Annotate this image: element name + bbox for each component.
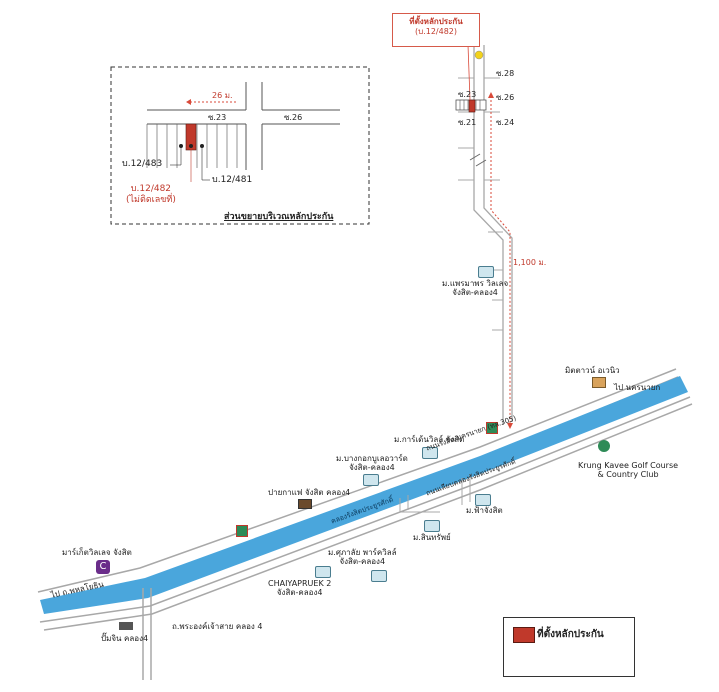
cafe-amazon-label: ปายกาแฟ จังสิต คลอง4 bbox=[268, 488, 351, 497]
village-icon bbox=[315, 566, 331, 578]
mall-icon bbox=[592, 377, 606, 388]
phruksa-sub: จังสิต-คลอง4 bbox=[452, 288, 498, 297]
gas-station-icon bbox=[119, 622, 133, 630]
golf-name-1: Krung Kavee Golf Course bbox=[578, 461, 679, 470]
canal-river bbox=[40, 376, 688, 614]
7-eleven-icon bbox=[486, 422, 498, 434]
golf-icon bbox=[598, 440, 610, 452]
legend-label: ที่ตั้งหลักประกัน bbox=[537, 629, 604, 640]
soi-23-label: ซ.23 bbox=[458, 90, 477, 99]
soi-28-label: ซ.28 bbox=[496, 69, 515, 78]
phruksa-name: ม.แพรมาพร วิลเลจ bbox=[442, 279, 509, 288]
inset-distance: 26 ม. bbox=[212, 91, 233, 100]
collateral-location-box: ที่ตั้งหลักประกัน (บ.12/482) bbox=[392, 13, 480, 47]
minor-roads bbox=[399, 474, 471, 513]
collateral-marker bbox=[468, 99, 476, 113]
chaiyapruek-sub: จังสิต-คลอง4 bbox=[276, 588, 323, 597]
sinsap-label: ม.สินทรัพย์ bbox=[413, 533, 451, 542]
garden-ville-label: ม.การ์เด้นวิลล์ จังสิต bbox=[394, 435, 465, 444]
village-icon bbox=[371, 570, 387, 582]
house-481-label: บ.12/481 bbox=[212, 175, 253, 185]
map-legend: ที่ตั้งหลักประกัน bbox=[503, 617, 635, 677]
market-village-label: มาร์เก็ตวิลเลจ จังสิต bbox=[62, 548, 132, 557]
gas-station-label: ปั๊มจิน คลอง4 bbox=[101, 634, 149, 643]
inset-title: ส่วนขยายบริเวณหลักประกัน bbox=[224, 212, 334, 222]
soi-21-label: ซ.21 bbox=[458, 118, 477, 127]
chaiyapruek-name: CHAIYAPRUEK 2 bbox=[268, 579, 332, 588]
chaiyapruek-label: CHAIYAPRUEK 2 จังสิต-คลอง4 bbox=[268, 579, 331, 597]
highway-305 bbox=[37, 368, 679, 605]
inset-box bbox=[110, 66, 370, 225]
legend-marker-swatch bbox=[513, 627, 535, 643]
phruksa-village-label: ม.แพรมาพร วิลเลจ จังสิต-คลอง4 bbox=[442, 279, 508, 297]
market-village-icon: C bbox=[96, 560, 110, 574]
bangkok-boulevard-sub: จังสิต-คลอง4 bbox=[349, 463, 395, 472]
village-icon bbox=[422, 447, 438, 459]
cafe-icon bbox=[298, 499, 312, 509]
village-icon bbox=[478, 266, 494, 278]
golf-name-2: & Country Club bbox=[597, 470, 659, 479]
north-icon bbox=[474, 50, 484, 60]
road-khlong4-label: ถ.พระองค์เจ้าสาย คลอง 4 bbox=[172, 622, 263, 631]
distance-label: 1,100 ม. bbox=[513, 258, 547, 267]
soi-24-label: ซ.24 bbox=[496, 118, 515, 127]
house-483-label: บ.12/483 bbox=[122, 159, 163, 169]
inset-soi-23: ซ.23 bbox=[208, 113, 227, 122]
distance-route bbox=[488, 92, 513, 429]
bangkok-boulevard-label: ม.บางกอกบูเลอวาร์ด จังสิต-คลอง4 bbox=[336, 454, 408, 472]
road-south bbox=[142, 588, 152, 680]
village-icon bbox=[475, 494, 491, 506]
house-482-number: บ.12/482 bbox=[130, 184, 172, 194]
house-482-label: บ.12/482 (ไม่ติดเลขที่) bbox=[126, 184, 176, 206]
location-title: ที่ตั้งหลักประกัน bbox=[409, 17, 463, 26]
supalai-name: ม.ศุภาลัย พาร์ควิลล์ bbox=[328, 548, 397, 557]
bangkok-boulevard-name: ม.บางกอกบูเลอวาร์ด bbox=[336, 454, 408, 463]
location-subtitle: (บ.12/482) bbox=[414, 27, 457, 36]
supalai-sub: จังสิต-คลอง4 bbox=[339, 557, 386, 566]
village-icon bbox=[424, 520, 440, 532]
to-nakhon-nayok-label: ไป นครนายก bbox=[614, 383, 661, 392]
house-482-note: (ไม่ติดเลขที่) bbox=[126, 195, 176, 205]
inset-soi-26: ซ.26 bbox=[284, 113, 303, 122]
village-icon bbox=[363, 474, 379, 486]
soi-26-label: ซ.26 bbox=[496, 93, 515, 102]
supalai-label: ม.ศุภาลัย พาร์ควิลล์ จังสิต-คลอง4 bbox=[328, 548, 397, 566]
7-eleven-icon bbox=[236, 525, 248, 537]
mitrtown-label: มิตตาวน์ อเวนิว bbox=[565, 366, 620, 375]
canal-side-road bbox=[39, 396, 693, 631]
fa-rangsit-label: ม.ฟ้าจังสิต bbox=[466, 506, 503, 515]
soi-road-north bbox=[458, 45, 513, 425]
golf-label: Krung Kavee Golf Course & Country Club bbox=[578, 461, 678, 479]
